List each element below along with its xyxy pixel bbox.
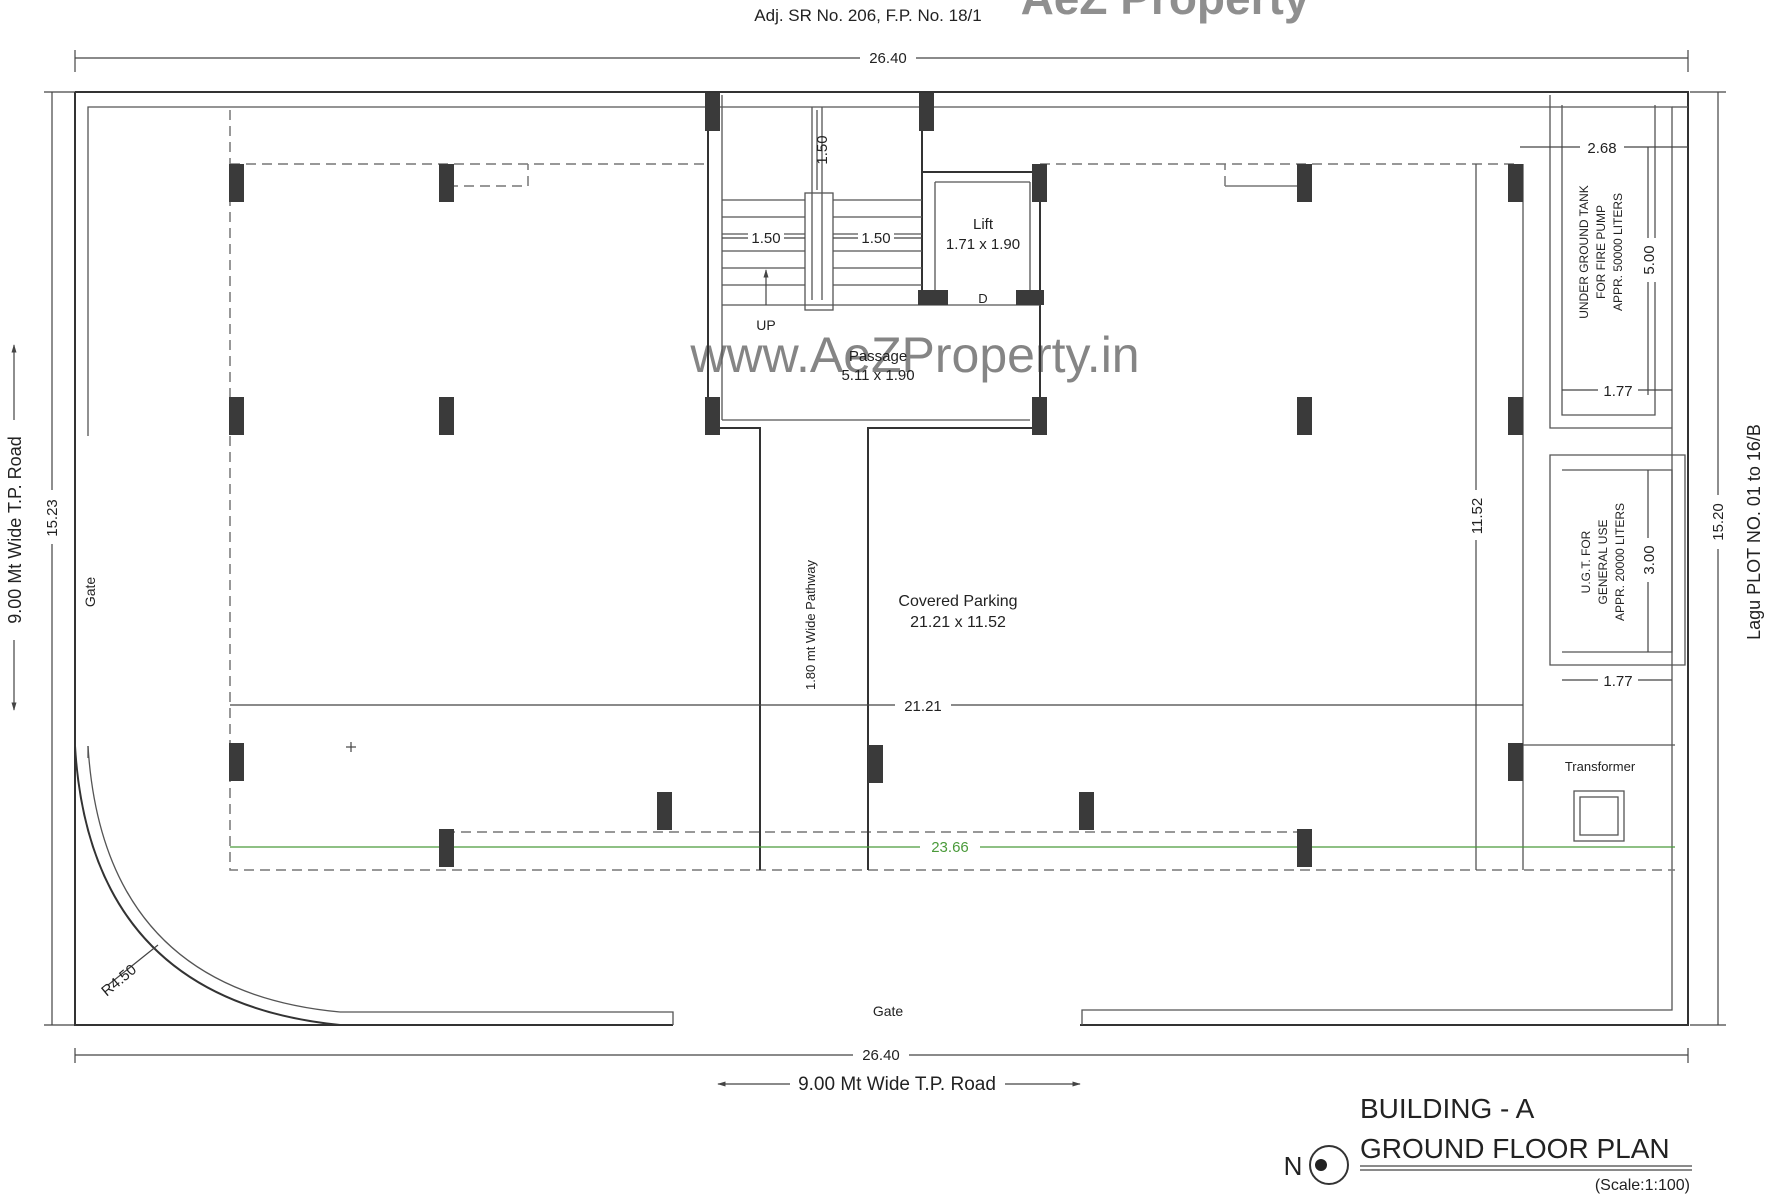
lift-label: Lift: [973, 216, 994, 233]
fire-tank-label-3: APPR. 50000 LITERS: [1611, 193, 1625, 311]
column: [229, 164, 244, 202]
column: [1079, 792, 1094, 830]
core-block: [707, 95, 1041, 870]
parking-label: Covered Parking: [898, 593, 1017, 610]
stair-width-1: 1.50: [751, 230, 780, 247]
green-dimension: 23.66: [931, 839, 969, 856]
passage-label: Passage: [849, 348, 907, 365]
general-tank-inner: 1.77: [1603, 673, 1632, 690]
column: [919, 93, 934, 131]
stair-width-2: 1.50: [861, 230, 890, 247]
left-road-label: 9.00 Mt Wide T.P. Road: [5, 436, 25, 623]
stair-landing-dimension: 1.50: [814, 135, 831, 164]
general-tank-outline: [1549, 454, 1686, 666]
passage-size: 5.11 x 1.90: [841, 367, 914, 384]
fire-tank-width: 2.68: [1587, 140, 1616, 157]
column: [439, 164, 454, 202]
right-height-dimension: 15.20: [1710, 503, 1727, 541]
top-width-dimension: 26.40: [869, 50, 907, 67]
column: [1297, 164, 1312, 202]
lift-size: 1.71 x 1.90: [946, 236, 1020, 253]
column: [657, 792, 672, 830]
column: [1297, 397, 1312, 435]
stair-treads: [722, 199, 922, 286]
fire-tank-inner: 1.77: [1603, 383, 1632, 400]
column: [229, 743, 244, 781]
transformer-label: Transformer: [1565, 759, 1636, 774]
fire-tank-label-2: FOR FIRE PUMP: [1594, 205, 1608, 299]
parking-width-dimension: 21.21: [904, 698, 942, 715]
column: [1016, 290, 1044, 305]
general-tank-label-2: GENERAL USE: [1596, 520, 1610, 605]
gate-bottom-label: Gate: [873, 1003, 904, 1019]
column: [1508, 397, 1523, 435]
top-adjacent-label: Adj. SR No. 206, F.P. No. 18/1: [754, 6, 981, 25]
column: [1508, 164, 1523, 202]
parking-size: 21.21 x 11.52: [910, 614, 1006, 631]
column: [705, 93, 720, 131]
column: [1032, 164, 1047, 202]
column: [1297, 829, 1312, 867]
watermark-center: www.AeZProperty.in: [689, 327, 1139, 383]
gate-left-label: Gate: [82, 577, 98, 608]
title-line-2: GROUND FLOOR PLAN: [1360, 1133, 1670, 1164]
curved-corner-wall: [74, 745, 341, 1026]
north-arrow-icon: [1309, 1145, 1349, 1185]
column: [439, 829, 454, 867]
columns: [229, 93, 1523, 867]
north-label: N: [1284, 1151, 1303, 1181]
lift-door-label: D: [978, 291, 987, 306]
bottom-road-label: 9.00 Mt Wide T.P. Road: [798, 1074, 996, 1095]
watermark-top: AeZ Property: [1021, 0, 1310, 24]
column: [868, 745, 883, 783]
column: [1032, 397, 1047, 435]
column: [229, 397, 244, 435]
parking-outline: [229, 163, 1675, 871]
general-tank-length: 3.00: [1641, 545, 1658, 574]
general-tank-label-3: APPR. 20000 LITERS: [1613, 503, 1627, 621]
stair-up-label: UP: [756, 317, 775, 333]
fire-tank-label-1: UNDER GROUND TANK: [1577, 185, 1591, 319]
right-plot-label: Lagu PLOT NO. 01 to 16/B: [1744, 424, 1764, 640]
title-line-1: BUILDING - A: [1360, 1093, 1535, 1124]
column: [1508, 743, 1523, 781]
pathway-label: 1.80 mt Wide Pathway: [803, 559, 818, 690]
column: [439, 397, 454, 435]
title-scale: (Scale:1:100): [1595, 1177, 1690, 1194]
left-height-dimension: 15.23: [44, 499, 61, 537]
general-tank-label-1: U.G.T. FOR: [1579, 530, 1593, 593]
site-boundary: [74, 91, 1689, 1026]
transformer-box: [1573, 790, 1625, 842]
fire-tank-length: 5.00: [1641, 245, 1658, 274]
column: [705, 397, 720, 435]
bottom-width-dimension: 26.40: [862, 1047, 900, 1064]
column: [918, 290, 948, 305]
parking-depth-dimension: 11.52: [1469, 498, 1486, 534]
radius-label: R4.50: [98, 961, 140, 1000]
